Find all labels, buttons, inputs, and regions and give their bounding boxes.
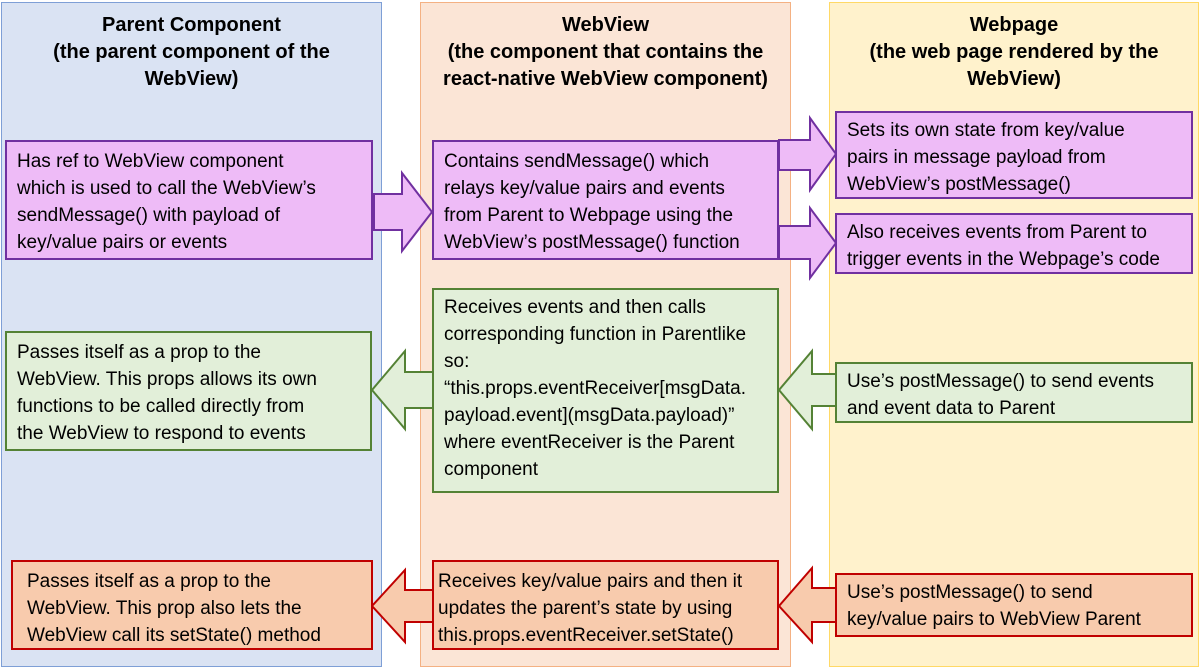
box-text-line: Receives events and then calls <box>444 297 706 318</box>
arrow-webpage-to-webview-state <box>777 565 838 645</box>
webpage-column-subtitle-line: (the web page rendered by the <box>869 41 1159 63</box>
box-text-line: payload.event](msgData.payload)” <box>444 405 735 426</box>
webpage-set-state-box: Sets its own state from key/value pairs … <box>835 111 1193 199</box>
webview-send-message-box: Contains sendMessage() which relays key/… <box>432 140 779 260</box>
webview-column-subtitle-line: react-native WebView component) <box>443 68 768 90</box>
webview-column-subtitle-line: (the component that contains the <box>447 41 764 63</box>
box-text-line: from Parent to Webpage using the <box>444 205 734 226</box>
box-text-line: Use’s postMessage() to send events <box>847 371 1154 392</box>
box-text-line: Has ref to WebView component <box>17 151 284 172</box>
arrow-webpage-to-webview-events <box>777 348 838 432</box>
arrow-webview-to-parent-events <box>370 348 435 432</box>
parent-column-title: Parent Component <box>102 14 281 36</box>
box-text-line: Sets its own state from key/value <box>847 120 1125 141</box>
box-text-line: WebView. This props allows its own <box>17 369 317 390</box>
webview-receive-events-box: Receives events and then calls correspon… <box>432 288 779 493</box>
box-text-line: Passes itself as a prop to the <box>17 342 261 363</box>
box-text-line: functions to be called directly from <box>17 396 305 417</box>
box-text-line: Also receives events from Parent to <box>847 222 1147 243</box>
box-text-line: trigger events in the Webpage’s code <box>847 249 1160 270</box>
box-text-line: sendMessage() with payload of <box>17 205 280 226</box>
box-text-line: WebView. This prop also lets the <box>27 598 302 619</box>
box-text-line: corresponding function in Parentlike <box>444 324 747 345</box>
box-text-line: pairs in message payload from <box>847 147 1106 168</box>
box-text-line: so: <box>444 351 470 372</box>
box-text-line: Passes itself as a prop to the <box>27 571 271 592</box>
box-text-line: Contains sendMessage() which <box>444 151 710 172</box>
webpage-post-state-box: Use’s postMessage() to send key/value pa… <box>835 573 1193 637</box>
parent-column-subtitle-line: (the parent component of the <box>53 41 330 63</box>
parent-column-header: Parent Component (the parent component o… <box>2 12 381 93</box>
arrow-webview-to-parent-state <box>370 567 435 645</box>
parent-set-state-box: Passes itself as a prop to the WebView. … <box>11 560 373 650</box>
parent-column-subtitle-line: WebView) <box>144 68 239 90</box>
box-text-line: relays key/value pairs and events <box>444 178 725 199</box>
box-text-line: Receives key/value pairs and then it <box>438 571 743 592</box>
arrow-parent-to-webview <box>373 170 434 254</box>
box-text-line: WebView call its setState() method <box>27 625 321 646</box>
box-text-line: “this.props.eventReceiver[msgData. <box>444 378 747 399</box>
box-text-line: key/value pairs to WebView Parent <box>847 609 1141 630</box>
arrow-webview-to-webpage-state <box>778 114 838 194</box>
webpage-column-title: Webpage <box>969 14 1059 36</box>
box-text-line: this.props.eventReceiver.setState() <box>438 625 734 646</box>
box-text-line: and event data to Parent <box>847 398 1056 419</box>
box-text-line: WebView’s postMessage() <box>847 174 1071 195</box>
webpage-column-header: Webpage (the web page rendered by the We… <box>830 12 1198 93</box>
webview-column-header: WebView (the component that contains the… <box>421 12 790 93</box>
box-text-line: updates the parent’s state by using <box>438 598 733 619</box>
box-text-line: Use’s postMessage() to send <box>847 582 1093 603</box>
box-text-line: which is used to call the WebView’s <box>17 178 316 199</box>
webpage-post-events-box: Use’s postMessage() to send events and e… <box>835 362 1193 423</box>
box-text-line: key/value pairs or events <box>17 232 228 253</box>
box-text-line: component <box>444 459 539 480</box>
arrow-webview-to-webpage-events <box>778 204 838 282</box>
parent-pass-props-box: Passes itself as a prop to the WebView. … <box>5 331 372 451</box>
box-text-line: where eventReceiver is the Parent <box>444 432 735 453</box>
webpage-receive-events-box: Also receives events from Parent to trig… <box>835 213 1193 274</box>
box-text-line: the WebView to respond to events <box>17 423 306 444</box>
webpage-column-subtitle-line: WebView) <box>967 68 1061 90</box>
webview-column-title: WebView <box>561 14 650 36</box>
box-text-line: WebView’s postMessage() function <box>444 232 740 253</box>
parent-send-message-box: Has ref to WebView component which is us… <box>5 140 373 260</box>
webview-update-state-box: Receives key/value pairs and then it upd… <box>432 560 779 650</box>
